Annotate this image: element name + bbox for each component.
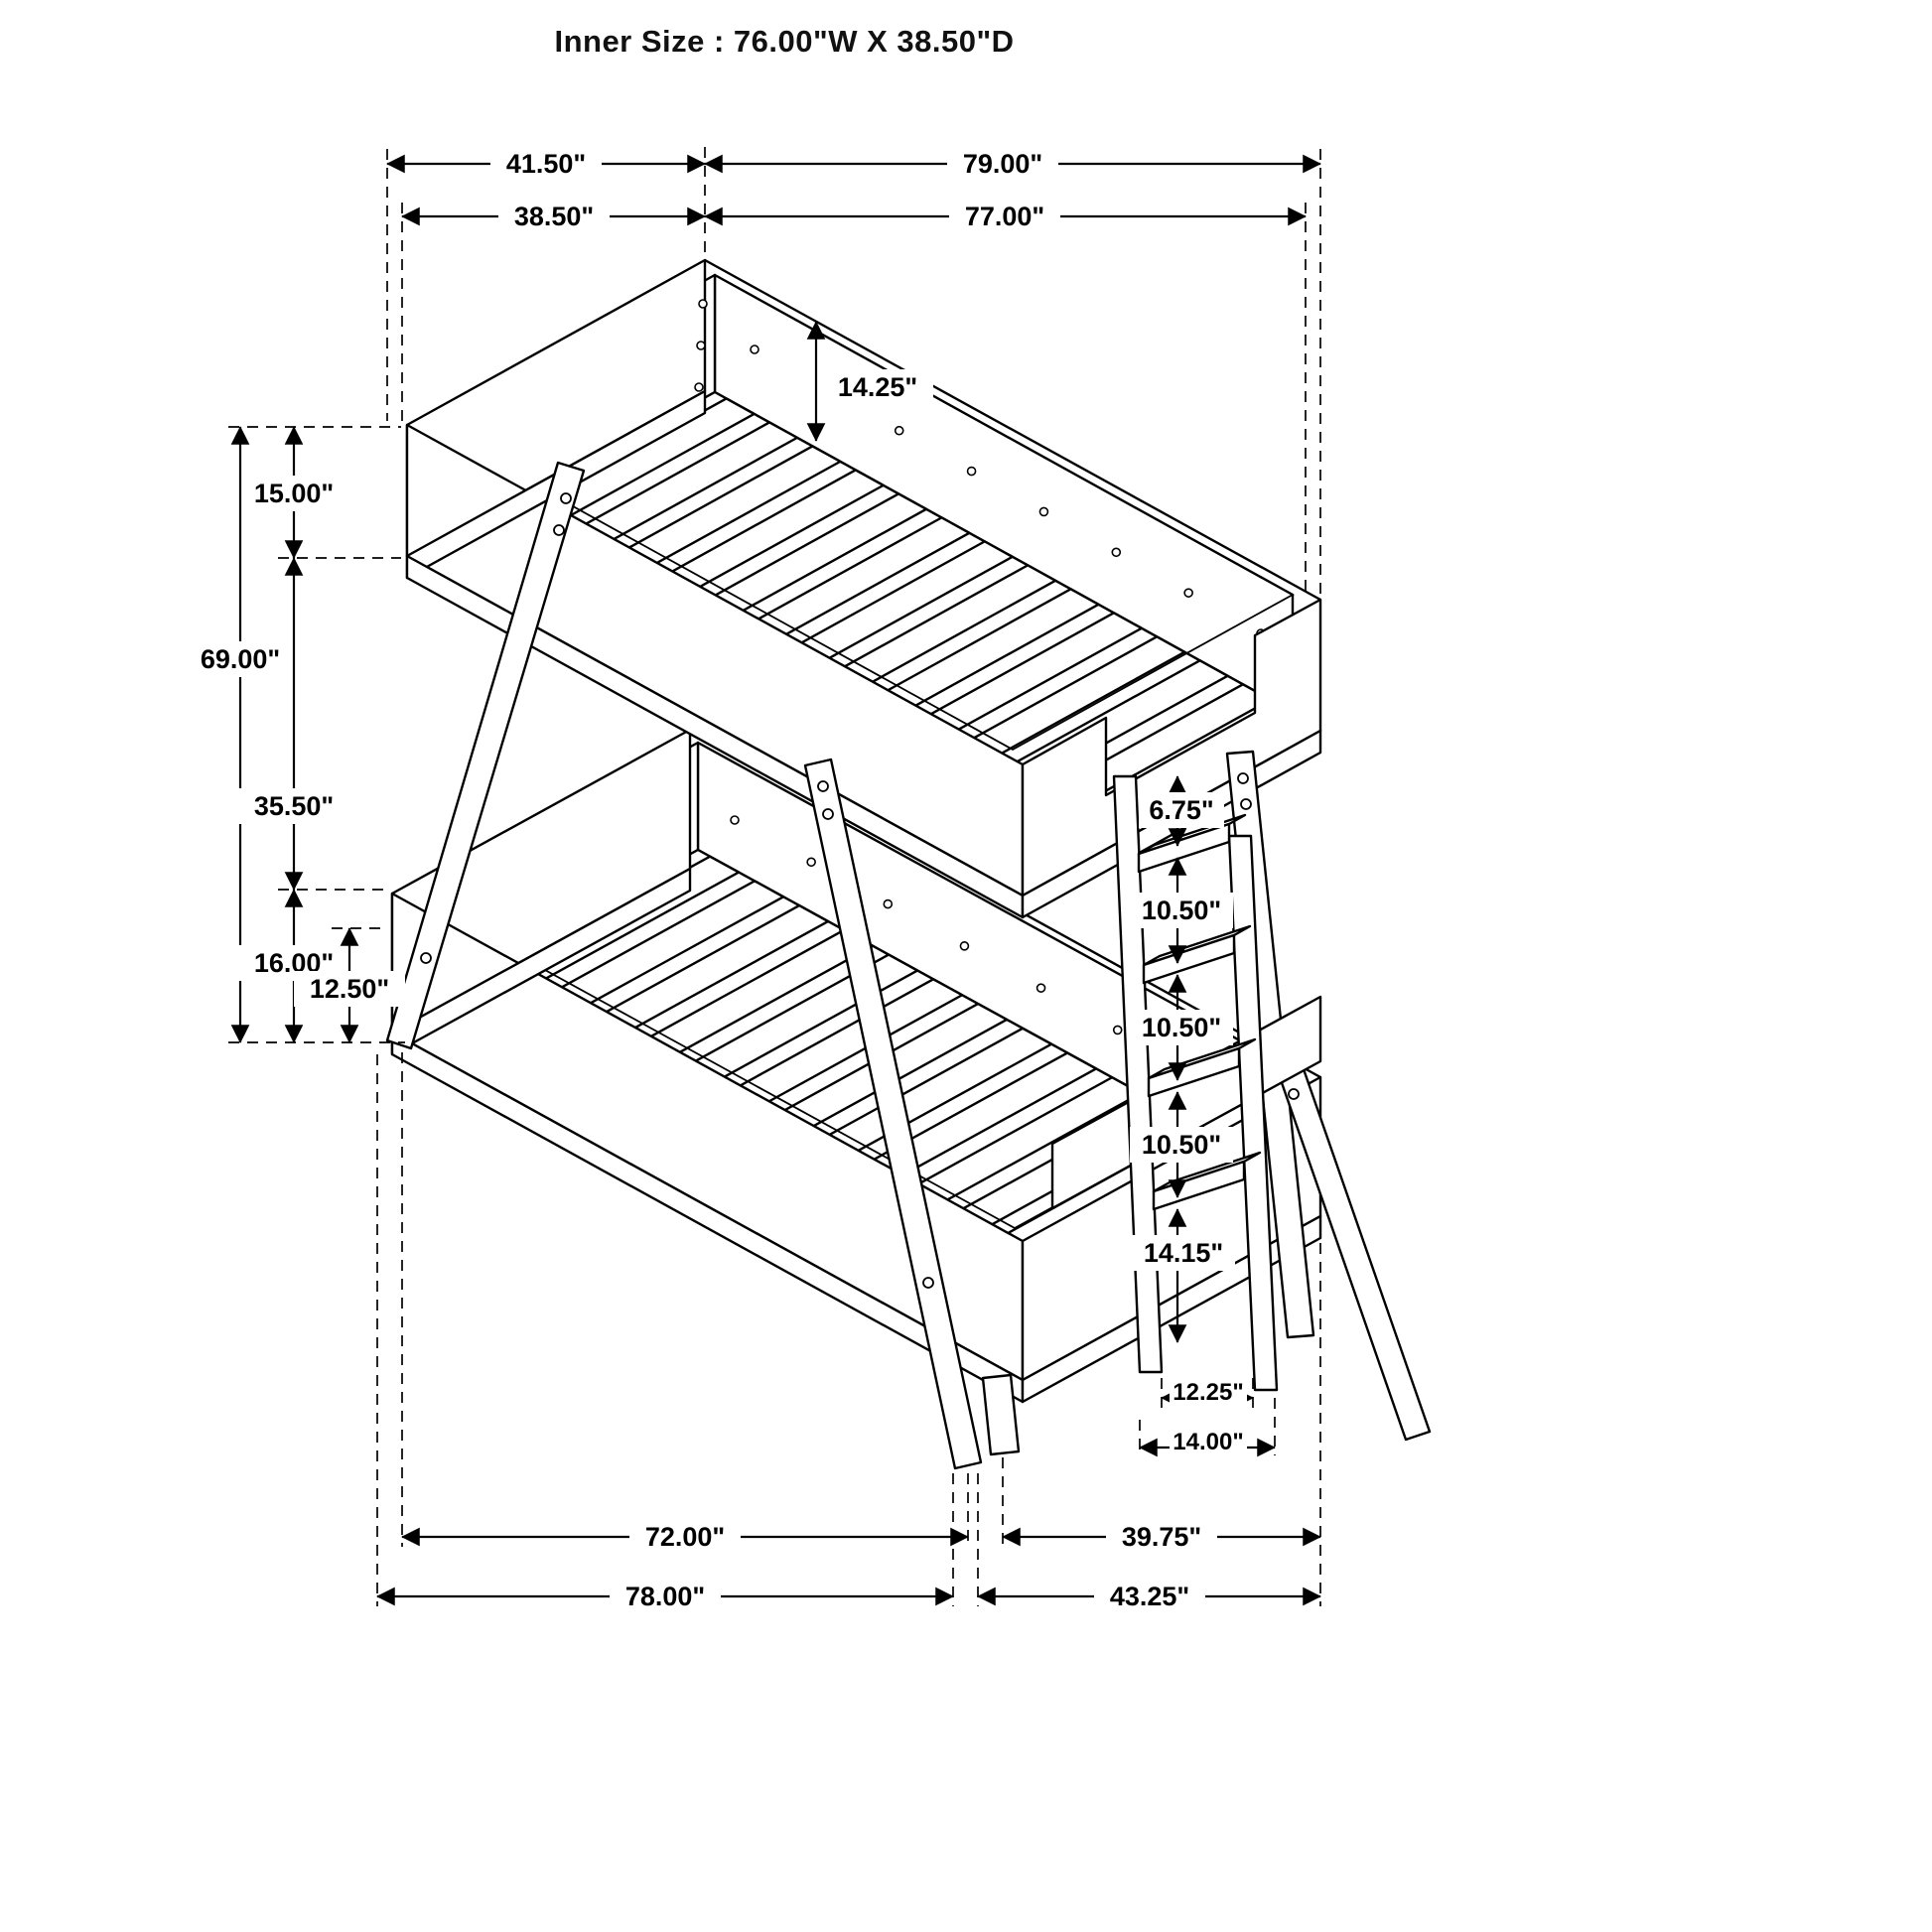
- screw-hole: [698, 299, 708, 309]
- dim-label-base-right-depth: 39.75": [1122, 1522, 1201, 1552]
- dim-base-right-outer-depth: 43.25": [977, 1579, 1321, 1614]
- dim-label-bottom-deck-height: 12.50": [310, 974, 389, 1004]
- dim-label-bunk-clearance: 35.50": [254, 791, 334, 821]
- leg-bolt: [1288, 1088, 1300, 1100]
- leg-bolt: [1237, 772, 1249, 784]
- dim-top-overall-depth: 41.50": [386, 146, 706, 182]
- dim-bottom-deck-height: 12.50": [294, 927, 405, 1043]
- dim-label-base-right-outer-depth: 43.25": [1110, 1582, 1189, 1611]
- screw-hole: [966, 466, 977, 477]
- screw-hole: [1111, 547, 1122, 558]
- screw-hole: [1035, 983, 1046, 993]
- dim-label-base-outer-width: 78.00": [625, 1582, 705, 1611]
- dim-label-ladder-outer-width: 14.00": [1173, 1429, 1243, 1455]
- leg-bolt: [922, 1277, 934, 1289]
- dim-label-ladder-gap-top: 6.75": [1149, 795, 1213, 825]
- dim-label-overall-height: 69.00": [201, 644, 280, 674]
- dim-base-right-depth: 39.75": [1002, 1519, 1321, 1555]
- screw-hole: [883, 898, 894, 909]
- left-front-leg: [385, 461, 586, 1050]
- dim-bunk-clearance: 35.50": [238, 557, 349, 891]
- dim-base-inner-width: 72.00": [401, 1519, 969, 1555]
- top-back-edge: [704, 258, 1321, 602]
- screw-hole: [894, 425, 904, 436]
- dim-top-rail-height: 15.00": [238, 426, 349, 559]
- dim-label-top-overall-width: 79.00": [963, 149, 1042, 179]
- dim-label-top-rail-height: 15.00": [254, 479, 334, 508]
- leg-bolt: [1240, 798, 1252, 810]
- screw-hole: [959, 941, 970, 951]
- dim-ladder-inner-width: 12.25": [1161, 1376, 1254, 1408]
- screw-hole: [696, 341, 706, 350]
- dim-label-top-rail-inner-height: 14.25": [838, 372, 917, 402]
- dim-overall-height: 69.00": [185, 426, 296, 1043]
- screw-hole: [806, 857, 816, 868]
- ladder-right-rail: [1227, 834, 1279, 1392]
- dim-ladder-outer-width: 14.00": [1139, 1426, 1276, 1457]
- dim-label-base-inner-width: 72.00": [645, 1522, 725, 1552]
- page-title: Inner Size : 76.00"W X 38.50"D: [554, 24, 1015, 59]
- dim-ladder-step-gap-1: 10.50": [1130, 857, 1233, 964]
- dim-ladder-step-gap-2: 10.50": [1130, 974, 1233, 1081]
- center-front-leg: [803, 758, 983, 1470]
- dimensions: 41.50" 79.00" 38.50" 77.00" 14.25" 15.00…: [185, 146, 1321, 1614]
- bottom-front-foot: [981, 1373, 1021, 1456]
- dim-label-ladder-step-gap-1: 10.50": [1142, 896, 1221, 925]
- screw-hole: [730, 815, 740, 825]
- leg-bolt: [822, 808, 834, 820]
- leg-bolt: [420, 952, 432, 964]
- dim-top-inner-depth: 38.50": [401, 199, 706, 234]
- screw-hole: [1183, 588, 1193, 598]
- screw-hole: [750, 345, 759, 354]
- dim-bottom-rail-height: 16.00": [238, 889, 349, 1043]
- ladder-left-rail: [1112, 774, 1164, 1374]
- dim-top-rail-inner-height: 14.25": [806, 321, 933, 442]
- dim-label-top-overall-depth: 41.50": [506, 149, 586, 179]
- dim-label-ladder-gap-bottom: 14.15": [1144, 1238, 1223, 1268]
- dim-label-ladder-inner-width: 12.25": [1173, 1379, 1243, 1406]
- screw-hole: [1112, 1025, 1123, 1035]
- dim-top-inner-width: 77.00": [704, 199, 1307, 234]
- leg-bolt: [560, 492, 572, 504]
- screw-hole: [1038, 506, 1049, 517]
- dim-ladder-step-gap-3: 10.50": [1130, 1091, 1233, 1198]
- dim-label-top-inner-width: 77.00": [965, 202, 1044, 231]
- leg-bolt: [817, 780, 829, 792]
- dim-label-ladder-step-gap-3: 10.50": [1142, 1130, 1221, 1160]
- leg-bolt: [553, 524, 565, 536]
- dim-ladder-gap-bottom: 14.15": [1132, 1208, 1235, 1343]
- dim-label-ladder-step-gap-2: 10.50": [1142, 1013, 1221, 1042]
- dim-base-outer-width: 78.00": [376, 1579, 954, 1614]
- dim-top-overall-width: 79.00": [704, 146, 1321, 182]
- dim-label-top-inner-depth: 38.50": [514, 202, 594, 231]
- dim-ladder-gap-top: 6.75": [1139, 775, 1224, 847]
- ladder-step: [1137, 822, 1231, 874]
- ladder-step: [1142, 933, 1236, 985]
- ladder: [1112, 774, 1279, 1392]
- ladder-step: [1147, 1046, 1241, 1098]
- screw-hole: [694, 382, 704, 392]
